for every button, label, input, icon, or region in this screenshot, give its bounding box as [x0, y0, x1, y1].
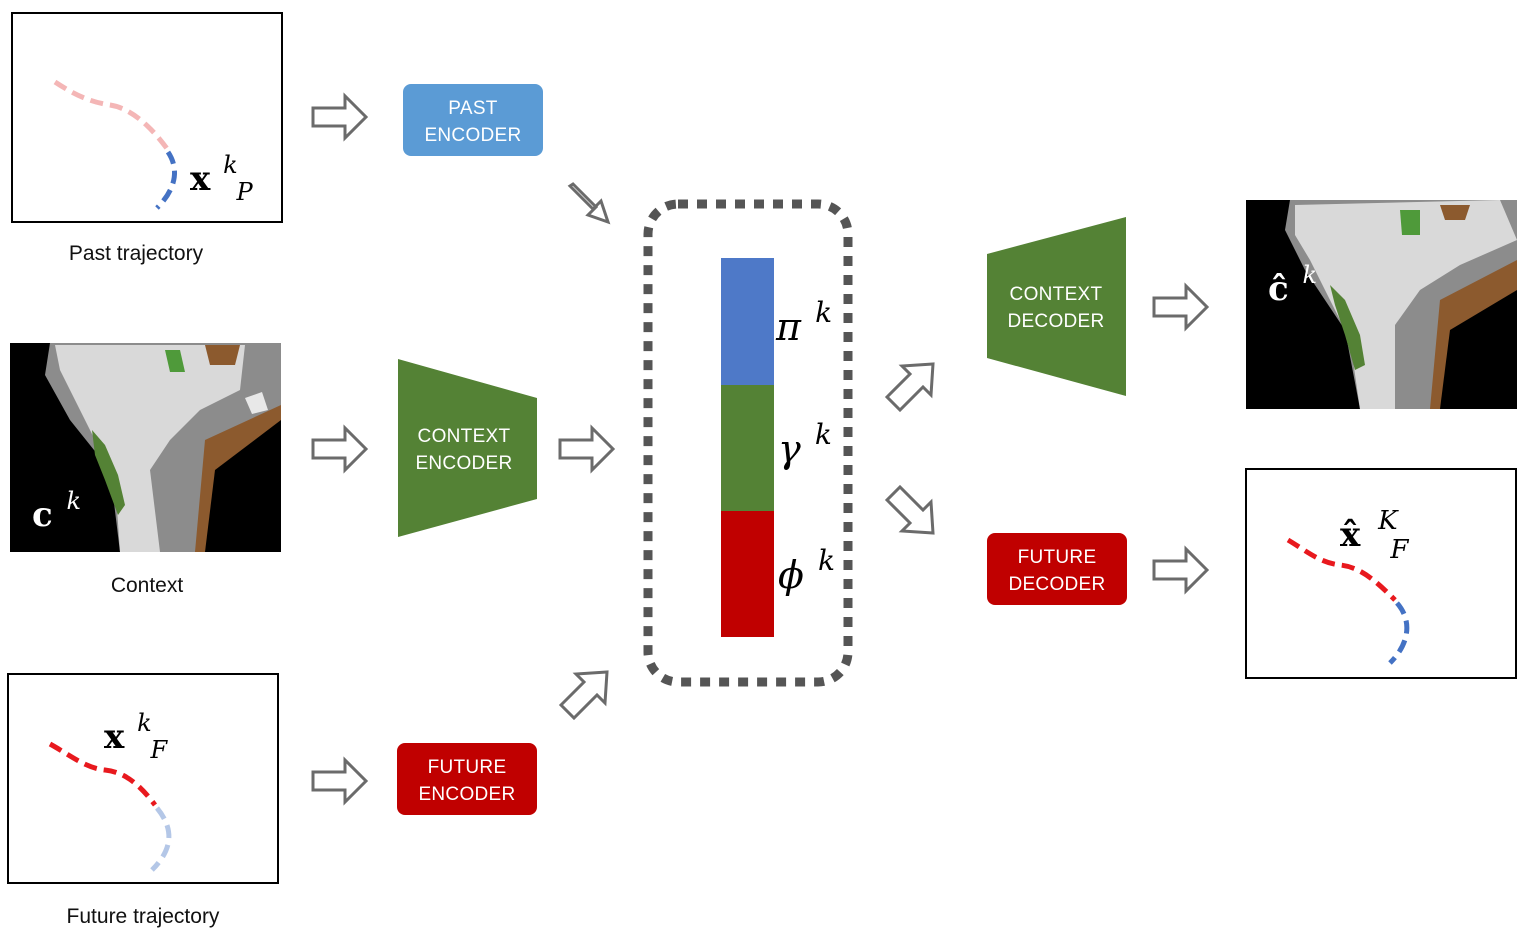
x-f-label: x k F — [104, 700, 169, 764]
arrow-future-encoder-to-latent-icon — [558, 670, 609, 721]
arrow-future-decoder-to-output-icon — [1152, 545, 1210, 595]
past-trajectory-panel: x k P — [11, 12, 283, 223]
latent-phi-segment — [721, 511, 774, 637]
svg-text:DECODER: DECODER — [1008, 574, 1105, 595]
svg-text:CONTEXT: CONTEXT — [418, 426, 511, 447]
predicted-trajectory-tail-curve — [1388, 601, 1410, 665]
predicted-trajectory-main-curve — [1286, 537, 1397, 602]
past-trajectory-caption: Past trajectory — [69, 242, 204, 265]
future-trajectory-main-curve — [48, 741, 157, 807]
future-trajectory-tail-curve — [150, 806, 172, 872]
svg-text:CONTEXT: CONTEXT — [1010, 284, 1103, 305]
context-decoder-trapezoid: CONTEXT DECODER — [987, 217, 1126, 396]
future-encoder-box: FUTURE ENCODER — [397, 743, 537, 815]
arrow-context-encoder-to-latent-icon — [558, 424, 616, 474]
x-hat-label: x̂ K F — [1340, 498, 1409, 565]
arrow-past-encoder-to-latent-icon — [567, 182, 611, 225]
arrow-future-to-encoder-icon — [311, 756, 369, 806]
latent-pi-segment — [721, 258, 774, 385]
arrow-latent-to-future-decoder-icon — [884, 484, 935, 535]
past-trajectory-history-curve — [53, 79, 171, 152]
pi-label: π k — [775, 296, 832, 349]
arrow-context-decoder-to-output-icon — [1152, 282, 1210, 332]
latent-gamma-segment — [721, 385, 774, 511]
context-caption: Context — [111, 574, 184, 597]
svg-text:DECODER: DECODER — [1007, 311, 1104, 332]
reconstructed-context-panel: ĉ k — [1246, 200, 1517, 409]
c-hat-label: ĉ k — [1268, 261, 1317, 309]
c-label: c k — [32, 487, 81, 535]
future-decoder-box: FUTURE DECODER — [987, 533, 1127, 605]
svg-text:ENCODER: ENCODER — [424, 125, 521, 146]
svg-text:ENCODER: ENCODER — [418, 784, 515, 805]
svg-text:FUTURE: FUTURE — [428, 757, 507, 778]
x-p-label: x k P — [190, 142, 254, 206]
arrow-past-to-encoder-icon — [311, 92, 369, 142]
future-trajectory-caption: Future trajectory — [67, 905, 220, 928]
latent-code-container: π k γ k ϕ k — [643, 199, 853, 687]
past-trajectory-recent-curve — [155, 150, 177, 210]
svg-text:ENCODER: ENCODER — [415, 453, 512, 474]
context-map-panel: c k — [10, 343, 281, 552]
arrow-latent-to-context-decoder-icon — [884, 362, 935, 413]
past-encoder-box: PAST ENCODER — [403, 84, 543, 156]
context-encoder-trapezoid: CONTEXT ENCODER — [398, 359, 537, 537]
phi-label: ϕ k — [778, 544, 835, 597]
predicted-future-panel: x̂ K F — [1245, 468, 1517, 679]
arrow-context-to-encoder-icon — [311, 424, 369, 474]
future-trajectory-panel: x k F — [7, 673, 279, 884]
gamma-label: γ k — [778, 418, 832, 471]
svg-text:PAST: PAST — [448, 98, 498, 119]
svg-text:FUTURE: FUTURE — [1018, 547, 1097, 568]
